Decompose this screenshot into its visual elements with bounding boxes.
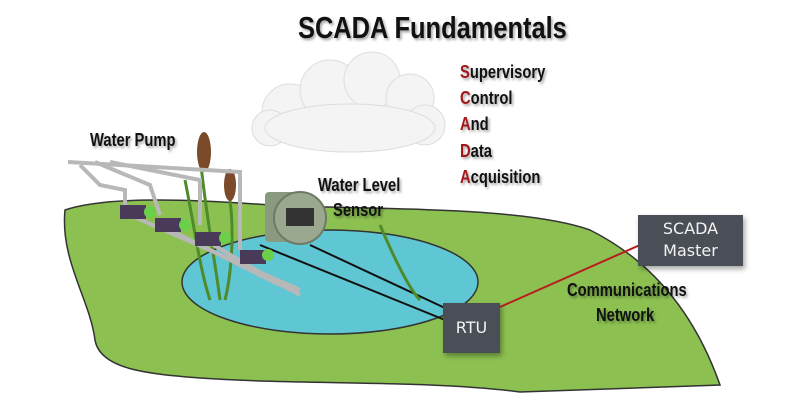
sensor-cable: [309, 244, 446, 309]
acronym-word: cquisition: [470, 167, 541, 187]
acronym-word: nd: [470, 114, 489, 134]
cattail-icon: [197, 132, 211, 172]
cloud-icon: [251, 51, 446, 153]
master-label-line2: Master: [663, 241, 718, 260]
comm-label-line2: Network: [596, 305, 655, 325]
acronym-letter: D: [460, 141, 471, 161]
acronym-item: Control: [460, 88, 512, 109]
acronym-letter: C: [460, 88, 471, 108]
acronym-word: ontrol: [470, 88, 513, 108]
acronym-item: Acquisition: [460, 167, 540, 188]
pipes: [67, 160, 301, 297]
sensor-label-line2: Sensor: [333, 200, 384, 220]
acronym-letter: S: [460, 62, 470, 82]
rtu-node: RTU: [443, 303, 500, 353]
sensor-cable: [259, 244, 446, 321]
page-title: SCADA Fundamentals: [298, 10, 567, 45]
acronym-item: Data: [460, 141, 492, 162]
master-label-line1: SCADA: [662, 219, 719, 238]
comm-label-line1: Communications: [567, 280, 687, 300]
pond: [181, 229, 479, 335]
acronym-item: And: [460, 114, 489, 135]
acronym-item: Supervisory: [460, 62, 545, 83]
water-pump-label: Water Pump: [90, 130, 176, 150]
acronym-letter: A: [460, 114, 471, 134]
acronym-letter: A: [460, 167, 471, 187]
pump-icon: [120, 205, 274, 264]
water-level-sensor-icon: [265, 191, 327, 245]
cattail-icon: [224, 169, 236, 201]
scada-master-node: SCADA Master: [638, 215, 743, 266]
communications-link: [499, 244, 641, 308]
acronym-word: upervisory: [469, 62, 546, 82]
sensor-label-line1: Water Level: [318, 175, 401, 195]
acronym-word: ata: [470, 141, 492, 161]
